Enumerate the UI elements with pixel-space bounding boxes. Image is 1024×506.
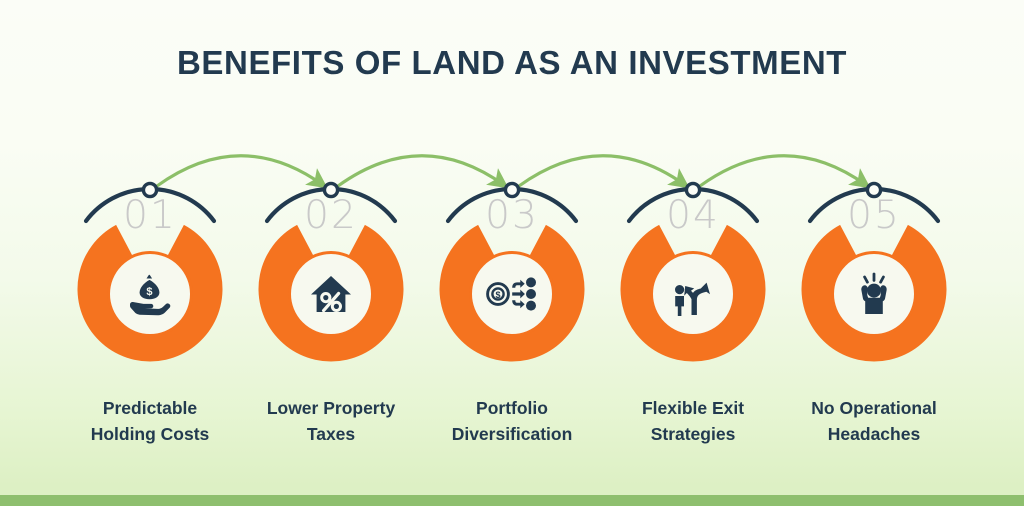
- connector-arrow-2-3: [336, 154, 509, 189]
- step-label-5-line2: Headaches: [827, 424, 921, 445]
- step-label-5-line1: No Operational: [811, 398, 937, 418]
- step-label-4: Flexible Exit Strategies: [591, 395, 796, 448]
- step-ring-3: $: [442, 224, 582, 364]
- person-forked-path-icon: [675, 282, 710, 316]
- money-bag-in-hand-icon: $: [129, 274, 171, 316]
- svg-text:$: $: [495, 290, 500, 300]
- arc-node-5: [865, 181, 883, 199]
- step-icon-disc-4: [650, 251, 736, 337]
- step-number-5: 05: [847, 193, 901, 238]
- step-label-2: Lower Property Taxes: [229, 395, 434, 448]
- page-title: BENEFITS OF LAND AS AN INVESTMENT: [176, 44, 848, 81]
- step-label-3: Portfolio Diversification: [410, 395, 615, 448]
- bottom-accent-bar: [0, 495, 1024, 506]
- step-ring-2: [261, 224, 401, 364]
- svg-text:$: $: [146, 286, 152, 298]
- step-label-4-line2: Strategies: [650, 424, 736, 445]
- stressed-person-icon: [861, 272, 887, 314]
- house-percent-icon: [311, 276, 351, 313]
- connector-arrows: [155, 154, 871, 189]
- arc-node-1: [141, 181, 159, 199]
- step-label-3-line2: Diversification: [451, 424, 573, 445]
- step-icon-disc-2: [288, 251, 374, 337]
- step-label-2-line2: Taxes: [306, 424, 356, 445]
- step-number-3: 03: [485, 193, 539, 238]
- step-label-5: No Operational Headaches: [772, 395, 977, 448]
- step-label-4-line1: Flexible Exit: [641, 398, 745, 418]
- step-label-1: Predictable Holding Costs: [48, 395, 253, 448]
- step-label-3-line1: Portfolio: [476, 398, 548, 418]
- step-ring-5: [804, 224, 944, 364]
- step-label-2-line1: Lower Property: [266, 398, 396, 418]
- connector-arrow-3-4: [517, 154, 690, 189]
- connector-arrow-1-2: [155, 154, 328, 189]
- connector-arrow-4-5: [698, 154, 871, 189]
- step-ring-4: [623, 224, 763, 364]
- step-number-2: 02: [304, 193, 358, 238]
- step-label-1-line2: Holding Costs: [90, 424, 210, 445]
- step-icon-disc-1: $: [107, 251, 193, 337]
- step-number-1: 01: [123, 193, 177, 238]
- step-ring-1: $: [80, 224, 220, 364]
- coin-distribution-icon: $: [486, 277, 536, 311]
- step-number-4: 04: [666, 193, 720, 238]
- step-icon-disc-3: $: [469, 251, 555, 337]
- step-label-1-line1: Predictable: [102, 398, 198, 418]
- step-icon-disc-5: [831, 251, 917, 337]
- arc-node-4: [684, 181, 702, 199]
- arc-node-3: [503, 181, 521, 199]
- arc-node-2: [322, 181, 340, 199]
